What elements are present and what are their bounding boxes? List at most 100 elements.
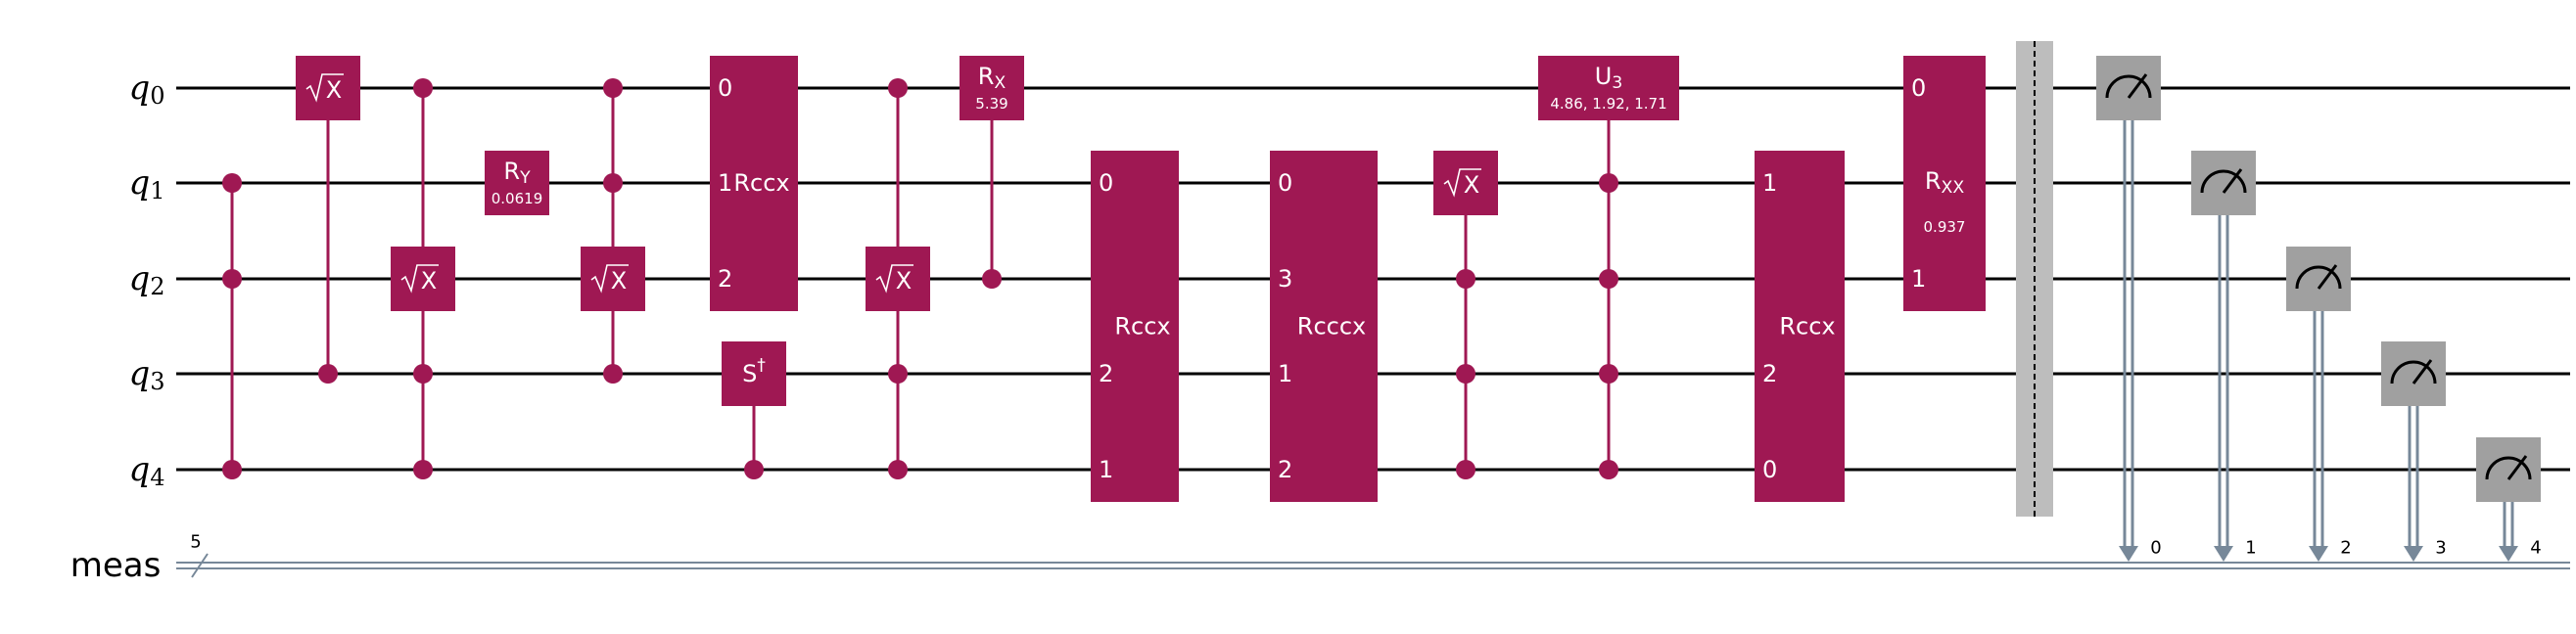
measure-arrow-icon (2119, 546, 2138, 562)
measure-q4: 4 (2476, 437, 2542, 562)
gate-label: RX (978, 63, 1007, 93)
gate-label: U3 (1595, 63, 1623, 93)
gate-cu3-1: U3 4.86, 1.92, 1.71 (1538, 56, 1679, 479)
gate-csx-1: X (296, 56, 360, 384)
gate-crx-1: RX 5.39 (960, 56, 1024, 289)
gate-box (1538, 56, 1679, 120)
control-dot (888, 78, 908, 98)
control-dot (222, 269, 242, 289)
meter-needle-icon (2127, 73, 2148, 99)
measure-q2: 2 (2286, 247, 2352, 562)
meter-arc-icon (2105, 74, 2152, 99)
gate-label: RY (503, 158, 531, 188)
control-dot (1599, 173, 1618, 193)
gate-label: Rcccx (1297, 313, 1366, 340)
measure-q0: 0 (2096, 56, 2162, 562)
control-dot (603, 173, 623, 193)
control-dot (888, 364, 908, 384)
control-dot (744, 460, 764, 479)
meter-arc-icon (2200, 169, 2247, 194)
sqrt-icon (1443, 168, 1481, 198)
measure-gate-box (2381, 341, 2446, 406)
pin-label: 0 (718, 74, 732, 102)
control-dot (222, 460, 242, 479)
pin-label: 0 (1911, 74, 1926, 102)
control-dot (1456, 364, 1475, 384)
sqrt-icon (590, 264, 629, 294)
control-dot (222, 173, 242, 193)
barrier (2016, 41, 2053, 517)
gate-param: 0.937 (1924, 218, 1966, 236)
meter-needle-icon (2506, 455, 2528, 480)
gate-label: Rccx (733, 169, 789, 197)
control-dot (413, 78, 433, 98)
pin-label: 1 (1762, 169, 1777, 197)
qubit-label-q4: q4 (128, 450, 164, 491)
register-width-label: 5 (190, 532, 201, 553)
classical-register-label: meas (70, 546, 162, 585)
gate-param: 4.86, 1.92, 1.71 (1550, 95, 1666, 113)
control-dot (1456, 460, 1475, 479)
qubit-label-q2: q2 (128, 259, 164, 300)
sqrt-icon (400, 264, 439, 294)
pin-label: 1 (718, 169, 732, 197)
sx-gate-box (1433, 151, 1498, 215)
control-dot (413, 460, 433, 479)
sx-gate-label: X (421, 267, 437, 294)
register-width-slash (191, 553, 209, 578)
pin-label: 2 (718, 265, 732, 293)
multi-qubit-gate-box (1903, 56, 1986, 311)
measure-gate-box (2476, 437, 2541, 502)
sqrt-icon (305, 73, 344, 103)
measure-arrow-icon (2214, 546, 2233, 562)
sx-gate-label: X (326, 76, 342, 104)
pin-label: 1 (1911, 265, 1926, 293)
gate-csdg-1: S† (722, 341, 786, 479)
gate-ccsx-4: X (1433, 151, 1498, 479)
control-dot (318, 364, 338, 384)
control-dot (982, 269, 1002, 289)
gate-ccsx-2: X (581, 78, 645, 384)
gate-param: 0.0619 (492, 190, 543, 207)
control-dot (603, 78, 623, 98)
measure-bit-label: 3 (2435, 538, 2446, 559)
gate-label: Rccx (1779, 313, 1835, 340)
gate-label: Rccx (1114, 313, 1170, 340)
measure-arrow-icon (2309, 546, 2328, 562)
sx-gate-label: X (611, 267, 627, 294)
gate-ccsx-1: X (391, 78, 455, 479)
meter-needle-icon (2222, 168, 2243, 194)
meter-needle-icon (2412, 359, 2433, 385)
meter-needle-icon (2317, 264, 2338, 290)
pin-label: 0 (1278, 169, 1292, 197)
meter-arc-icon (2485, 456, 2532, 480)
measure-bit-label: 4 (2530, 538, 2541, 559)
pin-label: 2 (1278, 456, 1292, 483)
measure-arrow-icon (2404, 546, 2423, 562)
measure-bit-label: 2 (2340, 538, 2351, 559)
gate-param: 5.39 (975, 95, 1007, 113)
pin-label: 1 (1099, 456, 1113, 483)
gate-box (485, 151, 549, 215)
qubit-label-q3: q3 (128, 354, 164, 395)
gate-ry-1: RY 0.0619 (485, 151, 549, 215)
control-dot (1599, 269, 1618, 289)
control-dot (413, 364, 433, 384)
measure-q1: 1 (2191, 151, 2257, 562)
pin-label: 0 (1099, 169, 1113, 197)
multi-qubit-gate-box (1091, 151, 1179, 502)
sx-gate-label: X (896, 267, 912, 294)
control-dot (1456, 269, 1475, 289)
measure-gate-box (2096, 56, 2161, 120)
control-dot (1599, 460, 1618, 479)
gate-label: S† (742, 356, 766, 387)
pin-label: 1 (1278, 360, 1292, 387)
sx-gate-label: X (1464, 171, 1479, 199)
multi-qubit-gate-box (1755, 151, 1845, 502)
gate-ccsx-3: X (866, 78, 930, 479)
